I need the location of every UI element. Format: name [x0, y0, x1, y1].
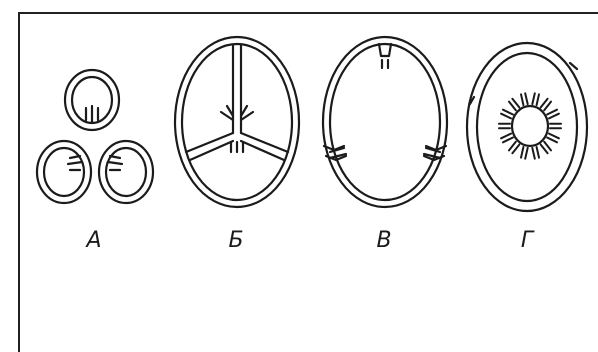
- cusp-top: [65, 70, 119, 130]
- bristle: [521, 147, 528, 159]
- bristle: [509, 142, 519, 153]
- diagram-d: [467, 43, 587, 211]
- diagram-a: [37, 70, 153, 203]
- bristle: [499, 124, 510, 128]
- bristle: [501, 134, 513, 143]
- bristle: [532, 147, 539, 159]
- label-a: А: [74, 228, 114, 253]
- bristle: [547, 134, 559, 143]
- label-d: Г: [507, 228, 547, 253]
- bristle: [501, 110, 513, 119]
- cusp-right: [99, 141, 153, 203]
- diagram-c: [323, 37, 447, 207]
- bristle: [541, 142, 551, 153]
- cusp-left: [37, 141, 91, 203]
- bristle: [541, 99, 551, 110]
- bristle: [521, 93, 528, 105]
- bristles: [499, 93, 561, 158]
- bristle: [509, 99, 519, 110]
- label-c: В: [364, 228, 404, 253]
- label-b: Б: [216, 228, 256, 253]
- bristle: [532, 93, 539, 105]
- bristle: [547, 110, 559, 119]
- diagram-b: [175, 37, 299, 207]
- bristle: [550, 124, 561, 128]
